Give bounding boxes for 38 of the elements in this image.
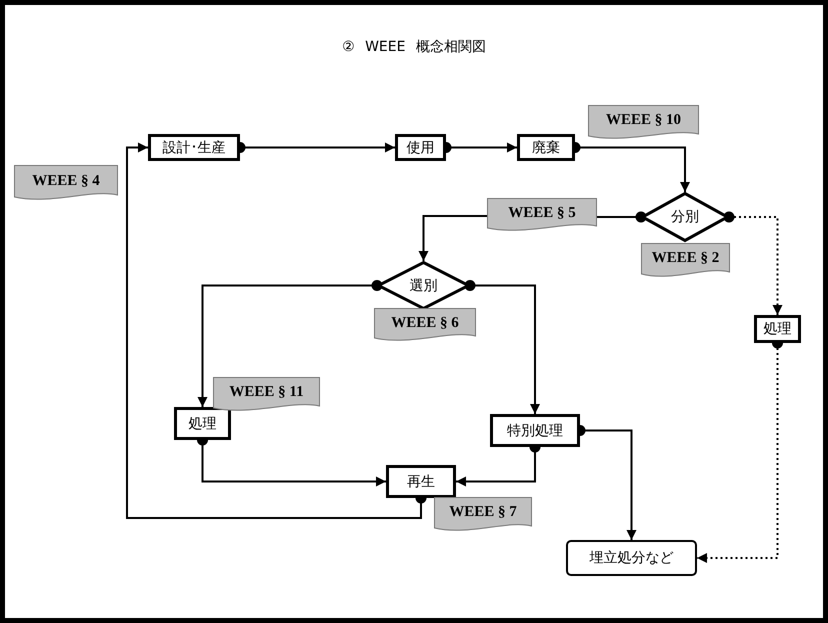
- node-label: 選別: [410, 276, 438, 294]
- document-shape: [588, 105, 699, 142]
- document-shape: [213, 377, 320, 414]
- diagram-title: ② WEEE 概念相関図: [341, 38, 487, 56]
- arrow: [418, 215, 487, 261]
- section-reference: WEEE § 10: [606, 112, 681, 129]
- section-reference: WEEE § 5: [508, 204, 576, 222]
- node-label: 埋立処分など: [590, 549, 674, 567]
- arrow: [126, 142, 426, 519]
- terminal-box: [566, 540, 697, 576]
- node-label: 再生: [407, 472, 435, 490]
- section-reference: WEEE § 4: [32, 172, 100, 190]
- node-label: 特別処理: [507, 422, 563, 440]
- document-shape: [641, 243, 730, 280]
- dotted-arrow: [724, 212, 782, 315]
- section-reference: WEEE § 6: [391, 314, 459, 332]
- document-shape: [434, 497, 532, 534]
- node-label: 使用: [406, 138, 434, 156]
- process-box: [148, 134, 240, 161]
- process-box: [386, 465, 456, 498]
- section-reference: WEEE § 11: [229, 384, 304, 401]
- process-box: [174, 407, 231, 440]
- section-reference: WEEE § 2: [652, 250, 720, 267]
- process-box: [490, 414, 580, 447]
- node-label: 設計･生産: [162, 138, 226, 156]
- node-label: 処理: [764, 320, 792, 338]
- process-box: [395, 134, 446, 161]
- process-box: [517, 134, 575, 161]
- section-reference: WEEE § 7: [449, 504, 517, 521]
- arrow: [198, 280, 382, 407]
- arrow: [464, 280, 540, 414]
- node-label: 分別: [671, 208, 699, 226]
- node-label: 廃棄: [532, 138, 560, 156]
- document-shape: [14, 165, 118, 203]
- node-label: 処理: [188, 414, 216, 432]
- document-shape: [374, 308, 476, 344]
- process-box: [754, 315, 801, 343]
- document-shape: [487, 198, 597, 234]
